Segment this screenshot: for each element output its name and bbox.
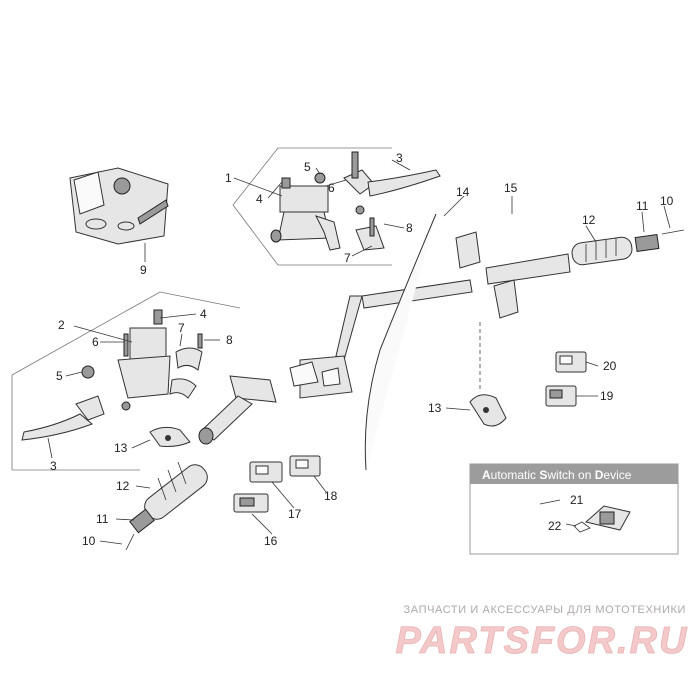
callout-6: 6	[328, 181, 335, 195]
inset-title-rest-2: evice	[603, 468, 631, 482]
callout-16: 16	[264, 534, 278, 548]
throttle-housing	[455, 231, 519, 319]
callout-7: 7	[178, 321, 185, 335]
leader-lines	[47, 159, 671, 545]
left-clamp	[169, 333, 203, 399]
callout-12: 12	[582, 213, 596, 227]
callout-2: 2	[58, 318, 65, 332]
upper-brake-lever	[343, 151, 441, 215]
inset-title-cap-2: D	[595, 468, 604, 482]
callout-6: 6	[92, 335, 99, 349]
callout-19: 19	[600, 389, 614, 403]
callout-17: 17	[288, 507, 302, 521]
auto-switch-inset: Automatic Switch on Device	[469, 463, 679, 555]
callout-15: 15	[504, 181, 518, 195]
inset-title-rest-1: witch on	[546, 468, 594, 482]
callout-13: 13	[114, 441, 128, 455]
switch-18	[289, 455, 321, 477]
inset-title-cap-0: A	[482, 468, 491, 482]
left-grip	[125, 461, 208, 551]
callout-11: 11	[96, 512, 109, 526]
callout-8: 8	[406, 221, 413, 235]
upper-assembly-frame-lower	[232, 204, 392, 266]
callout-10: 10	[82, 534, 96, 548]
callout-4: 4	[200, 307, 207, 321]
mount-plate-right	[469, 394, 507, 427]
callout-22: 22	[548, 519, 562, 533]
callout-8: 8	[226, 333, 233, 347]
mount-plate-left	[149, 426, 191, 447]
callout-3: 3	[50, 459, 57, 473]
callout-9: 9	[140, 263, 147, 277]
watermark-logo: PARTSFOR.RU	[395, 620, 689, 661]
callout-4: 4	[256, 192, 263, 206]
upper-assembly-frame	[232, 147, 392, 206]
watermark-logo-text: PARTSFOR.RU	[396, 620, 689, 661]
switch-17	[249, 461, 283, 483]
callout-12: 12	[116, 479, 130, 493]
throttle-cable	[364, 213, 437, 471]
callout-1: 1	[225, 171, 232, 185]
inset-title-cap-1: S	[539, 468, 547, 482]
left-assembly-frame-top	[11, 291, 241, 376]
inset-title: Automatic Switch on Device	[482, 468, 632, 482]
callout-18: 18	[324, 489, 338, 503]
upper-clamp	[355, 217, 385, 251]
watermark-caption: ЗАПЧАСТИ И АКСЕССУАРЫ ДЛЯ МОТОТЕХНИКИ	[403, 604, 686, 616]
left-brake-lever	[21, 395, 105, 441]
left-master-cylinder	[81, 309, 171, 411]
callout-labels: 1 4 5 6 3 8 7 9 14 15 12 11 10 20 19 13 …	[50, 151, 674, 548]
callout-13: 13	[428, 401, 442, 415]
callout-21: 21	[570, 493, 584, 507]
inset-title-rest-0: utomatic	[491, 468, 540, 482]
callout-7: 7	[344, 251, 351, 265]
upper-master-cylinder	[270, 172, 341, 251]
callout-10: 10	[660, 194, 674, 208]
callout-14: 14	[456, 185, 470, 199]
switch-20	[555, 351, 587, 373]
right-grip	[571, 229, 685, 266]
switch-16	[233, 493, 269, 513]
callout-11: 11	[636, 199, 649, 213]
reservoir-assembly	[69, 167, 169, 262]
callout-20: 20	[603, 359, 617, 373]
callout-3: 3	[396, 151, 403, 165]
callout-5: 5	[304, 160, 311, 174]
callout-5: 5	[56, 369, 63, 383]
switch-19	[545, 385, 577, 407]
handlebar-assembly	[198, 253, 571, 445]
